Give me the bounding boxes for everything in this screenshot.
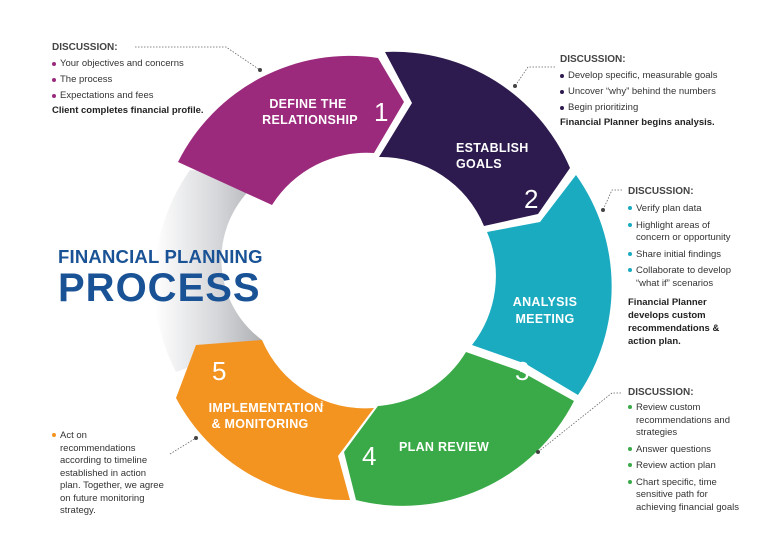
panel-2-footnote: Financial Planner begins analysis. <box>560 117 715 128</box>
segment-4-label: PLAN REVIEW <box>399 440 489 454</box>
leader-dots <box>194 68 605 454</box>
segment-3-label-2: MEETING <box>515 312 574 326</box>
diagram-title-line-1: FINANCIAL PLANNING <box>58 246 263 267</box>
segment-3-label: ANALYSIS <box>513 295 577 309</box>
segment-4-shape <box>344 352 574 506</box>
segment-1-shape <box>178 55 404 206</box>
segment-2-shape <box>379 51 570 226</box>
leader-lines <box>135 46 622 455</box>
panel-2-item: Begin prioritizing <box>560 100 765 116</box>
panel-5-item: Act on recommendations according to time… <box>52 430 164 518</box>
segment-3-shape <box>472 175 612 395</box>
segment-5-shape <box>176 340 374 501</box>
superscript-marker-icon: 1 <box>320 401 324 408</box>
discussion-panel-2: DISCUSSION: Develop specific, measurable… <box>560 52 765 130</box>
panel-1-item: Your objectives and concerns <box>52 56 252 72</box>
panel-4-item: Review action plan <box>628 460 746 473</box>
segment-4-number: 4 <box>362 441 376 471</box>
panel-1-item: Expectations and fees <box>52 88 252 104</box>
segment-5-number: 5 <box>212 356 226 386</box>
segment-2-number: 2 <box>524 184 538 214</box>
panel-1-heading: DISCUSSION: <box>52 42 118 53</box>
segment-1-label: DEFINE THE <box>269 97 346 111</box>
discussion-panel-1: DISCUSSION: Your objectives and concerns… <box>52 40 252 118</box>
panel-4-item: Chart specific, time sensitive path for … <box>628 477 746 515</box>
panel-2-heading: DISCUSSION: <box>560 54 626 65</box>
panel-3-item: Share initial findings <box>628 249 738 262</box>
segment-5-label: IMPLEMENTATION <box>209 401 324 415</box>
ring-grey-arc <box>154 170 268 372</box>
segment-1-label-2: RELATIONSHIP <box>262 113 358 127</box>
segment-3-number: 3 <box>515 356 529 386</box>
panel-2-item: Uncover “why” behind the numbers <box>560 84 765 100</box>
panel-3-heading: DISCUSSION: <box>628 186 694 197</box>
panel-1-footnote: Client completes financial profile. <box>52 105 204 116</box>
ring-center <box>274 164 482 372</box>
discussion-panel-4: DISCUSSION: Review custom recommendation… <box>628 385 746 518</box>
segment-1-number: 1 <box>374 97 388 127</box>
panel-3-item: Collaborate to develop “what if” scenari… <box>628 265 738 290</box>
diagram-title-line-2: PROCESS <box>58 266 261 310</box>
panel-4-item: Answer questions <box>628 444 746 457</box>
segment-2-label-2: GOALS <box>456 157 502 171</box>
panel-2-item: Develop specific, measurable goals <box>560 68 765 84</box>
panel-3-footnote: Financial Planner develops custom recomm… <box>628 297 720 347</box>
panel-3-item: Verify plan data <box>628 203 738 216</box>
segment-2-label: ESTABLISH <box>456 141 529 155</box>
panel-4-heading: DISCUSSION: <box>628 387 694 398</box>
discussion-panel-5: Act on recommendations according to time… <box>52 430 164 522</box>
panel-3-item: Highlight areas of concern or opportunit… <box>628 220 738 245</box>
discussion-panel-3: DISCUSSION: Verify plan data Highlight a… <box>628 184 738 348</box>
panel-4-item: Review custom recommendations and strate… <box>628 402 746 440</box>
panel-1-item: The process <box>52 72 252 88</box>
segment-5-label-2: & MONITORING <box>211 417 308 431</box>
